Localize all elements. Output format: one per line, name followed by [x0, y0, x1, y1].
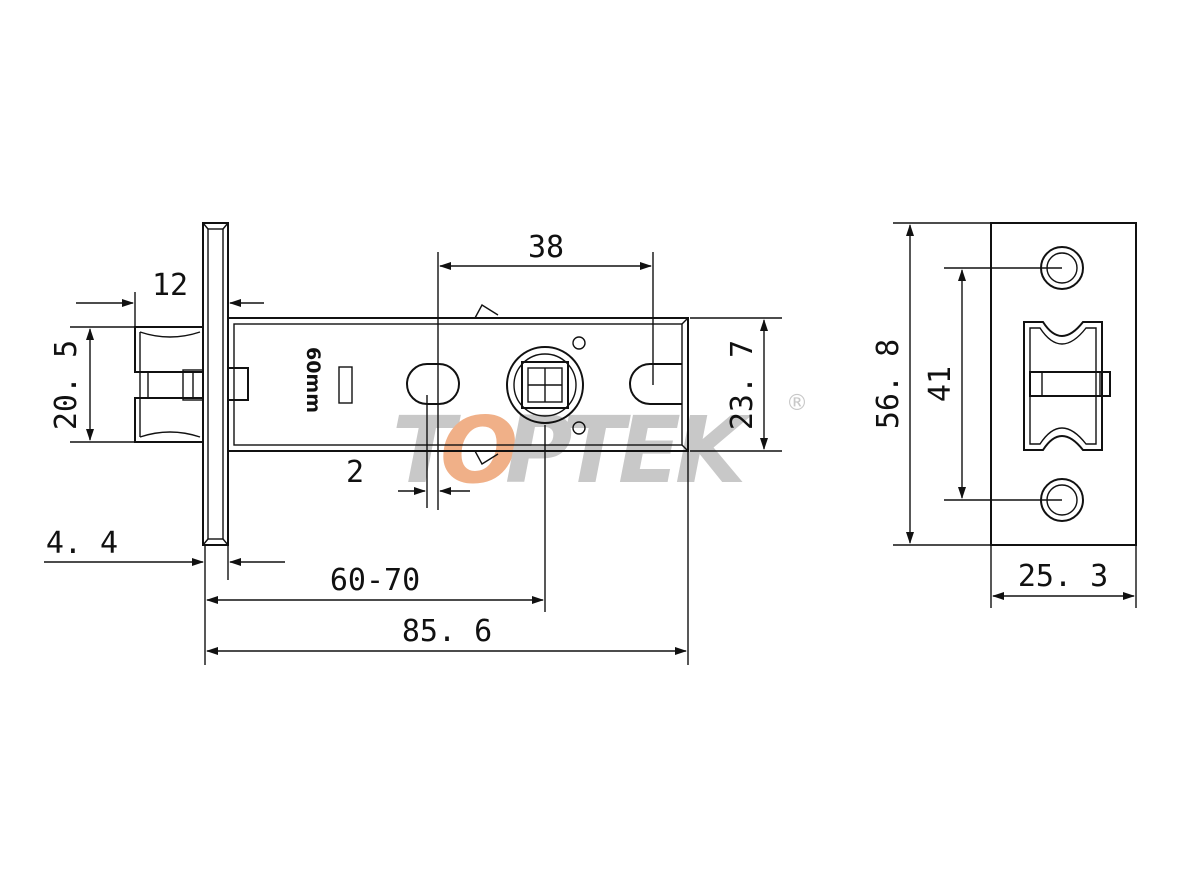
- dimension-2: 2: [346, 395, 470, 508]
- dimension-label: 85. 6: [402, 614, 492, 649]
- dimension-41: 41: [923, 267, 1062, 501]
- dimension-label: 60-70: [330, 563, 420, 598]
- dimension-85-6: 85. 6: [206, 451, 689, 665]
- dimension-label: 23. 7: [725, 340, 760, 430]
- dimension-56-8: 56. 8: [871, 222, 990, 546]
- dimension-20-5: 20. 5: [49, 326, 135, 443]
- dimension-23-7: 23. 7: [690, 317, 782, 452]
- dimension-label: 25. 3: [1018, 559, 1108, 594]
- dimension-label: 38: [528, 230, 564, 265]
- dimension-label: 41: [923, 366, 958, 402]
- dimension-12: 12: [76, 268, 264, 327]
- registered-mark-icon: ®: [786, 391, 808, 416]
- dimension-25-3: 25. 3: [990, 545, 1137, 608]
- dimension-label: 20. 5: [49, 340, 84, 430]
- latch-body: 60mm: [227, 304, 689, 465]
- dimension-4-4: 4. 4: [44, 526, 285, 665]
- faceplate-front-view: [990, 222, 1137, 546]
- dimension-label: 56. 8: [871, 339, 906, 429]
- dimension-60-70: 60-70: [206, 425, 546, 612]
- latch-bolt: [134, 326, 249, 443]
- dimension-38: 38: [437, 230, 654, 510]
- latch-length-label: 60mm: [302, 347, 324, 413]
- faceplate-side-view: [202, 222, 229, 546]
- dimension-label: 2: [346, 455, 364, 490]
- dimension-label: 12: [152, 268, 188, 303]
- dimension-label: 4. 4: [46, 526, 118, 561]
